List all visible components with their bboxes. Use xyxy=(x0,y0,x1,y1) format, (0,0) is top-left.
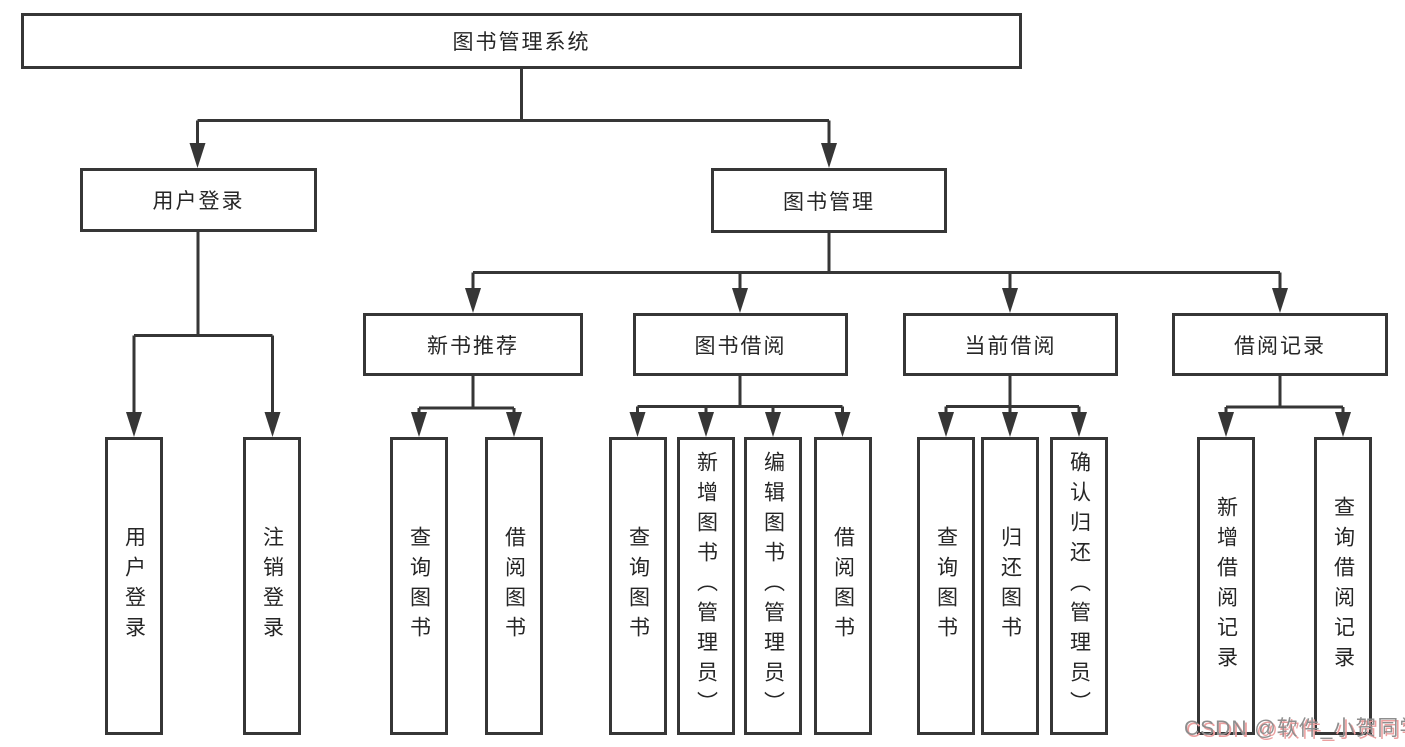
node-label: 用户登录 xyxy=(152,190,245,213)
arrowheads xyxy=(126,143,1351,437)
arrowhead-icon xyxy=(732,288,748,313)
node-book-borrow: 图书借阅 xyxy=(633,313,848,376)
arrowhead-icon xyxy=(629,412,646,437)
node-borrow-records: 借阅记录 xyxy=(1172,313,1388,376)
arrowhead-icon xyxy=(264,412,281,437)
csdn-watermark: CSDN @软件_小贺同学 xyxy=(1184,717,1405,740)
node-new-books: 新书推荐 xyxy=(363,313,583,376)
node-current-borrow: 当前借阅 xyxy=(903,313,1118,376)
arrowhead-icon xyxy=(465,288,481,313)
arrowhead-icon xyxy=(1272,288,1288,313)
node-label: 新书推荐 xyxy=(427,334,519,358)
node-label: 新增借阅记录 xyxy=(1214,496,1238,676)
node-label: 确认归还（管理员） xyxy=(1067,451,1091,721)
connector-root-to-level2 xyxy=(196,69,831,148)
node-label: 注销登录 xyxy=(260,526,284,646)
node-label: 查询图书 xyxy=(626,526,650,646)
node-label: 用户登录 xyxy=(122,526,146,646)
leaf-add-borrow-record: 新增借阅记录 xyxy=(1197,437,1255,735)
arrowhead-icon xyxy=(126,412,142,437)
node-label: 借阅图书 xyxy=(831,526,855,646)
node-label: 图书借阅 xyxy=(694,334,787,358)
arrowhead-icon xyxy=(1218,412,1234,437)
leaf-query-books-current: 查询图书 xyxy=(917,437,975,735)
node-user-login-module: 用户登录 xyxy=(80,168,317,232)
leaf-edit-books-admin: 编辑图书（管理员） xyxy=(744,437,802,735)
leaf-query-books-newbooks: 查询图书 xyxy=(390,437,448,735)
arrowhead-icon xyxy=(834,412,851,437)
node-label: 新增图书（管理员） xyxy=(694,451,718,721)
node-label: 借阅记录 xyxy=(1234,334,1326,358)
connector-lines xyxy=(132,69,1345,418)
arrowhead-icon xyxy=(189,143,206,168)
arrowhead-icon xyxy=(1335,412,1351,437)
node-book-mgmt-module: 图书管理 xyxy=(711,168,947,233)
node-label: 编辑图书（管理员） xyxy=(761,451,785,721)
node-label: 查询图书 xyxy=(934,526,958,646)
arrowhead-icon xyxy=(411,412,427,437)
leaf-borrow-books-newbooks: 借阅图书 xyxy=(485,437,543,735)
connector-new-books-group xyxy=(417,376,516,418)
arrowhead-icon xyxy=(821,143,837,168)
arrowhead-icon xyxy=(1002,288,1018,313)
leaf-add-books-admin: 新增图书（管理员） xyxy=(677,437,735,735)
arrowhead-icon xyxy=(1002,412,1018,437)
connector-book-mgmt-to-level3 xyxy=(471,233,1282,294)
node-label: 查询图书 xyxy=(407,526,431,646)
leaf-borrow-books: 借阅图书 xyxy=(814,437,872,735)
node-label: 查询借阅记录 xyxy=(1331,496,1355,676)
leaf-query-books-borrow: 查询图书 xyxy=(609,437,667,735)
arrowhead-icon xyxy=(1071,412,1087,437)
leaf-confirm-return-admin: 确认归还（管理员） xyxy=(1050,437,1108,735)
node-label: 借阅图书 xyxy=(502,526,526,646)
leaf-logout: 注销登录 xyxy=(243,437,301,735)
leaf-user-login: 用户登录 xyxy=(105,437,163,735)
connector-book-borrow-group xyxy=(636,376,844,418)
leaf-return-books: 归还图书 xyxy=(981,437,1039,735)
arrowhead-icon xyxy=(938,412,954,437)
node-root-system: 图书管理系统 xyxy=(21,13,1022,69)
connector-borrow-records-group xyxy=(1224,376,1345,418)
arrowhead-icon xyxy=(698,412,714,437)
arrowhead-icon xyxy=(506,412,522,437)
node-label: 图书管理 xyxy=(783,190,875,214)
leaf-query-borrow-record: 查询借阅记录 xyxy=(1314,437,1372,735)
connector-current-borrow-group xyxy=(944,376,1081,418)
connector-user-login-group xyxy=(132,232,274,418)
node-label: 当前借阅 xyxy=(964,334,1057,358)
arrowhead-icon xyxy=(765,412,781,437)
node-label: 归还图书 xyxy=(998,526,1022,646)
node-label: 图书管理系统 xyxy=(452,31,591,54)
